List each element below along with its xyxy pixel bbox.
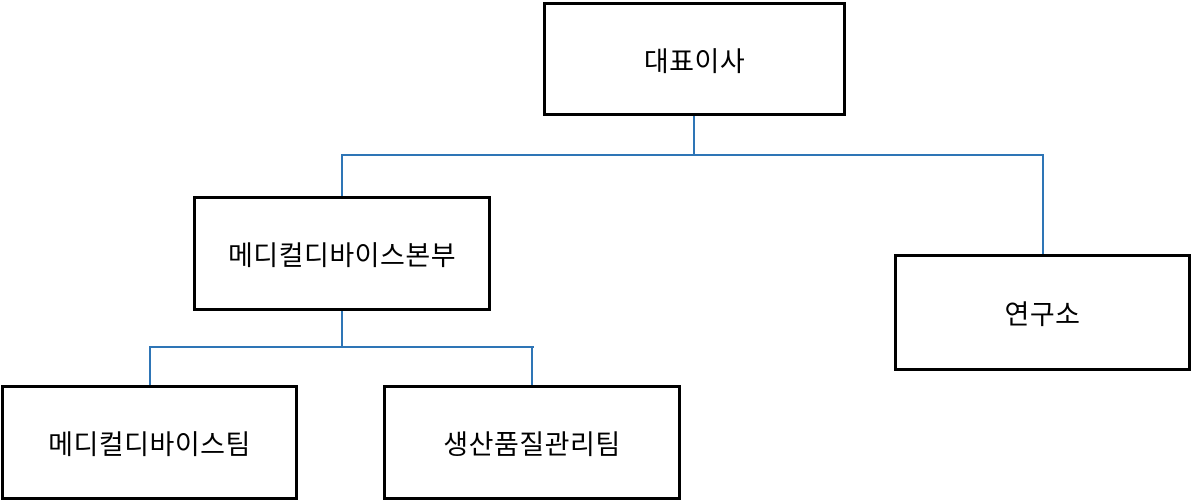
org-node-ceo-label: 대표이사 [643,46,746,77]
connector-level2-horizontal [149,346,534,348]
org-node-ceo: 대표이사 [543,2,846,116]
org-node-medical-device-division: 메디컬디바이스본부 [193,196,491,311]
org-node-production-quality-team: 생산품질관리팀 [383,385,681,500]
connector-level1-horizontal [341,154,1044,156]
org-node-production-quality-team-label: 생산품질관리팀 [443,430,621,460]
connector-division-down [341,311,343,348]
org-node-medical-device-team: 메디컬디바이스팀 [1,385,298,500]
connector-team2-drop [531,346,533,387]
org-node-research-lab-label: 연구소 [1004,300,1081,330]
org-node-medical-device-division-label: 메디컬디바이스본부 [227,241,457,271]
org-node-medical-device-team-label: 메디컬디바이스팀 [48,430,251,460]
connector-team1-drop [149,346,151,387]
org-node-research-lab: 연구소 [894,254,1191,371]
connector-division-drop [341,154,343,198]
connector-lab-drop [1042,154,1044,256]
connector-ceo-down [693,116,695,156]
